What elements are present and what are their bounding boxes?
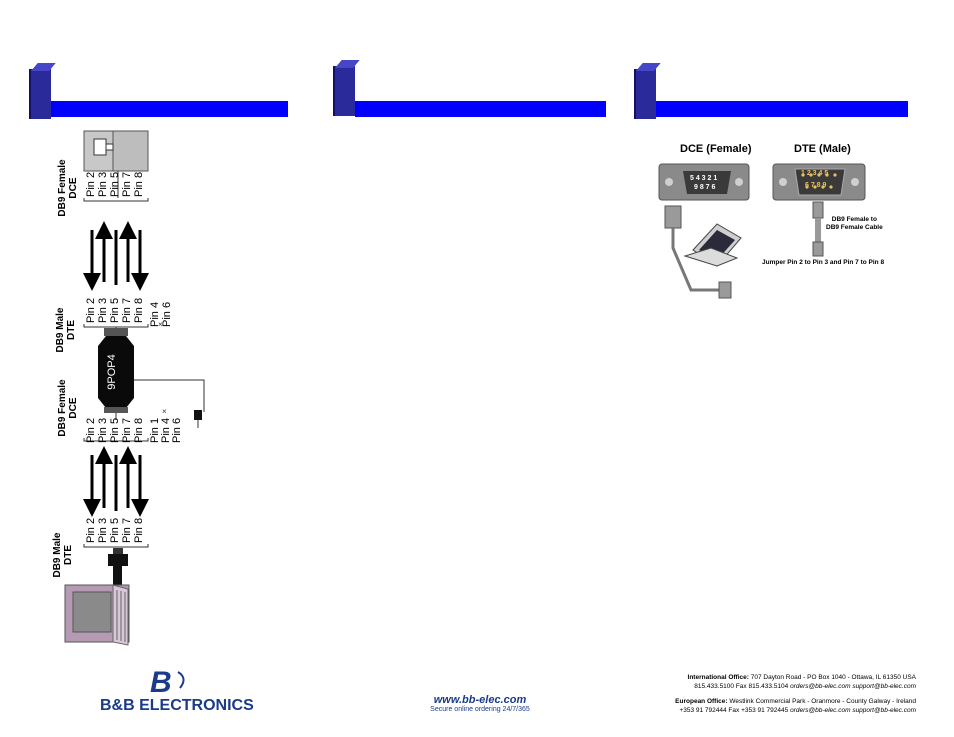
logo-mark: B <box>150 666 172 699</box>
jumper-note: Jumper Pin 2 to Pin 3 and Pin 7 to Pin 8 <box>762 259 885 266</box>
pin-label: Pin 6 <box>161 301 173 327</box>
pin-label: Pin 5 <box>109 417 121 443</box>
section-2-tab <box>333 66 355 116</box>
dce-device-top <box>83 130 149 198</box>
pin-label: Pin 7 <box>121 417 133 443</box>
logo-name: B&B ELECTRONICS <box>100 697 254 714</box>
intl-address: 707 Dayton Road - PO Box 1040 - Ottawa, … <box>750 674 916 681</box>
eu-support[interactable]: support@bb-elec.com <box>852 707 916 714</box>
pin-label: Pin 5 <box>109 517 121 543</box>
web-url[interactable]: www.bb-elec.com <box>433 694 527 706</box>
logo-swoosh <box>177 671 185 689</box>
eu-label: European Office: <box>675 698 728 705</box>
european-office: European Office: Westlink Commercial Par… <box>675 697 916 715</box>
pin-label: Pin 7 <box>121 297 133 323</box>
svg-text:×: × <box>158 320 163 329</box>
dte-male-title: DTE (Male) <box>794 143 851 155</box>
intl-label: International Office: <box>687 674 749 681</box>
dte-pin-numbers: 1 2 3 4 5 6 7 8 9 <box>801 170 829 189</box>
pin-label: Pin 4 <box>149 301 161 327</box>
pin-label: Pin 8 <box>133 417 145 443</box>
international-office: International Office: 707 Dayton Road - … <box>688 673 916 691</box>
dce-female-title: DCE (Female) <box>680 143 752 155</box>
pin-label: Pin 8 <box>133 517 145 543</box>
web-info: www.bb-elec.com Secure online ordering 2… <box>410 694 550 713</box>
pin-label: Pin 6 <box>171 417 183 443</box>
signal-arrows-lower <box>83 446 149 517</box>
device-label-9pop4: 9POP4 <box>106 354 118 390</box>
intl-phone: 815.433.5100 Fax 815.433.5104 <box>694 683 789 690</box>
intl-support[interactable]: support@bb-elec.com <box>852 683 916 690</box>
section-3-bar <box>656 101 908 117</box>
svg-text:×: × <box>162 407 167 416</box>
web-tagline: Secure online ordering 24/7/365 <box>430 706 530 713</box>
pin-label: Pin 5 <box>109 297 121 323</box>
pin-label: Pin 3 <box>97 297 109 323</box>
dce-pin-numbers: 5 4 3 2 1 9 8 7 6 <box>690 175 718 191</box>
pin-label: Pin 3 <box>97 517 109 543</box>
pin-label: Pin 8 <box>133 171 145 197</box>
pin-label: Pin 7 <box>121 171 133 197</box>
section-3-tab <box>634 69 656 119</box>
9pop4-device: × × <box>98 320 205 428</box>
section-1-bar <box>51 101 288 117</box>
eu-address: Westlink Commercial Park - Oranmore - Co… <box>729 698 916 705</box>
section-2-bar <box>355 101 606 117</box>
section-1-tab <box>29 69 51 119</box>
pin-label: Pin 8 <box>133 297 145 323</box>
pin-label: Pin 3 <box>97 171 109 197</box>
cable-label: DB9 Female to DB9 Female Cable <box>826 216 883 231</box>
pin-label: Pin 7 <box>121 517 133 543</box>
pin-label: Pin 2 <box>85 417 97 443</box>
pin-label: Pin 3 <box>97 417 109 443</box>
connector-graphics <box>658 163 866 299</box>
pin-label: Pin 2 <box>85 297 97 323</box>
pin-label: Pin 2 <box>85 171 97 197</box>
intl-orders[interactable]: orders@bb-elec.com <box>790 683 851 690</box>
computer-bottom <box>64 548 130 646</box>
eu-phone: +353 91 792444 Fax +353 91 792445 <box>679 707 789 714</box>
pin-label: Pin 2 <box>85 517 97 543</box>
signal-arrows-upper <box>83 221 149 291</box>
eu-orders[interactable]: orders@bb-elec.com <box>790 707 851 714</box>
pin-label: Pin 5 <box>109 171 121 197</box>
